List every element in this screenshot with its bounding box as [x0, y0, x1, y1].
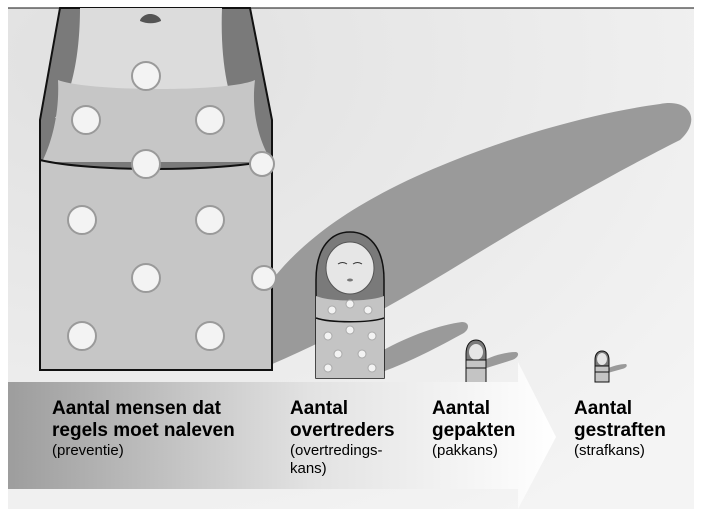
stage-label-gepakten: Aantal gepakten (pakkans) [432, 398, 515, 460]
stage-title-line: overtreders [290, 420, 395, 442]
stage-title-line: regels moet naleven [52, 420, 235, 442]
stage-subtitle-line: (overtredings- [290, 442, 395, 460]
stage-label-gestraften: Aantal gestraften (strafkans) [574, 398, 666, 460]
stage-title-line: Aantal [290, 398, 395, 420]
stage-subtitle-line: (strafkans) [574, 442, 666, 460]
stage-label-preventie: Aantal mensen dat regels moet naleven (p… [52, 398, 235, 460]
stage-subtitle-line: (pakkans) [432, 442, 515, 460]
stage-title-line: gepakten [432, 420, 515, 442]
stage-title-line: Aantal [432, 398, 515, 420]
stage-title-line: gestraften [574, 420, 666, 442]
large-doll [40, 8, 276, 370]
stage-subtitle-line: kans) [290, 460, 395, 478]
stage-label-overtreders: Aantal overtreders (overtredings- kans) [290, 398, 395, 478]
medium-doll [316, 232, 384, 378]
stage-subtitle-line: (preventie) [52, 442, 235, 460]
stage-title-line: Aantal [574, 398, 666, 420]
stage-title-line: Aantal mensen dat [52, 398, 235, 420]
